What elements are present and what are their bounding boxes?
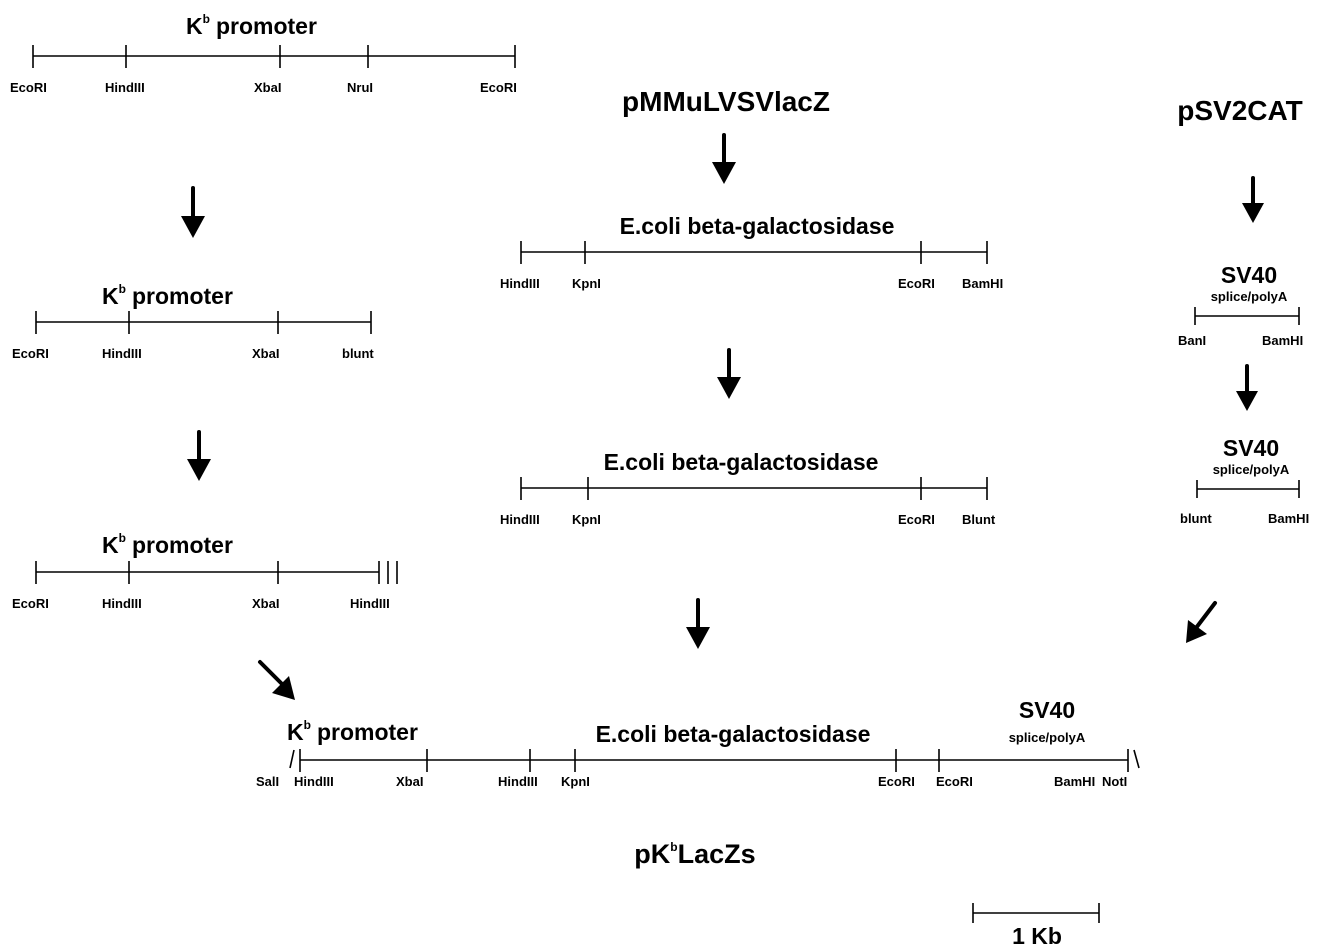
- sv40-subtitle-2: splice/polyA: [1213, 462, 1290, 477]
- site-label: KpnI: [572, 276, 601, 291]
- construct-name: pKbLacZs: [634, 839, 755, 869]
- site-label: XbaI: [252, 596, 279, 611]
- site-label: blunt: [342, 346, 374, 361]
- site-label: XbaI: [252, 346, 279, 361]
- site-label: HindIII: [105, 80, 145, 95]
- arrow-down-icon: [1236, 364, 1258, 411]
- site-label: SalI: [256, 774, 279, 789]
- lacz-gene-label-2: E.coli beta-galactosidase: [604, 449, 879, 475]
- site-label: BamHI: [962, 276, 1003, 291]
- site-label: HindIII: [294, 774, 334, 789]
- arrow-diagonal-icon: [1186, 601, 1217, 643]
- site-label: BanI: [1178, 333, 1206, 348]
- site-label: EcoRI: [10, 80, 47, 95]
- arrow-down-icon: [712, 133, 736, 184]
- site-label: BamHI: [1054, 774, 1095, 789]
- final-lacz-label: E.coli beta-galactosidase: [596, 721, 871, 747]
- site-label: HindIII: [102, 346, 142, 361]
- site-label: EcoRI: [12, 596, 49, 611]
- site-label: HindIII: [102, 596, 142, 611]
- site-label: blunt: [1180, 511, 1212, 526]
- lacz-fragment-2: E.coli beta-galactosidase HindIII KpnI E…: [500, 449, 996, 527]
- sv40-name-1: SV40: [1221, 262, 1277, 288]
- sv40-fragment-1: SV40 splice/polyA BanI BamHI: [1178, 262, 1303, 348]
- site-label: Blunt: [962, 512, 996, 527]
- site-label: BamHI: [1268, 511, 1309, 526]
- lacz-source-plasmid: pMMuLVSVlacZ: [622, 86, 830, 117]
- site-label: NotI: [1102, 774, 1127, 789]
- sv40-source-plasmid: pSV2CAT: [1177, 95, 1303, 126]
- site-label: HindIII: [350, 596, 390, 611]
- lacz-fragment-1: E.coli beta-galactosidase HindIII KpnI E…: [500, 213, 1003, 291]
- scale-bar: 1 Kb: [972, 903, 1100, 949]
- arrow-down-icon: [187, 430, 211, 481]
- arrow-down-icon: [181, 186, 205, 238]
- site-label: BamHI: [1262, 333, 1303, 348]
- site-label: KpnI: [572, 512, 601, 527]
- site-label: NruI: [347, 80, 373, 95]
- lacz-gene-label-1: E.coli beta-galactosidase: [620, 213, 895, 239]
- site-label: HindIII: [498, 774, 538, 789]
- site-label: XbaI: [396, 774, 423, 789]
- arrow-down-icon: [686, 598, 710, 649]
- site-label: HindIII: [500, 512, 540, 527]
- site-label: EcoRI: [12, 346, 49, 361]
- site-label: EcoRI: [936, 774, 973, 789]
- site-label: KpnI: [561, 774, 590, 789]
- site-label: EcoRI: [878, 774, 915, 789]
- site-label: EcoRI: [480, 80, 517, 95]
- arrow-diagonal-icon: [258, 660, 295, 700]
- final-sv40-name: SV40: [1019, 697, 1075, 723]
- final-sv40-subtitle: splice/polyA: [1009, 730, 1086, 745]
- sv40-fragment-2: SV40 splice/polyA blunt BamHI: [1180, 435, 1309, 526]
- site-label: HindIII: [500, 276, 540, 291]
- site-label: EcoRI: [898, 276, 935, 291]
- site-label: XbaI: [254, 80, 281, 95]
- arrow-down-icon: [717, 348, 741, 399]
- sv40-subtitle-1: splice/polyA: [1211, 289, 1288, 304]
- site-label: EcoRI: [898, 512, 935, 527]
- scale-bar-label: 1 Kb: [1012, 923, 1062, 949]
- sv40-name-2: SV40: [1223, 435, 1279, 461]
- arrow-down-icon: [1242, 176, 1264, 223]
